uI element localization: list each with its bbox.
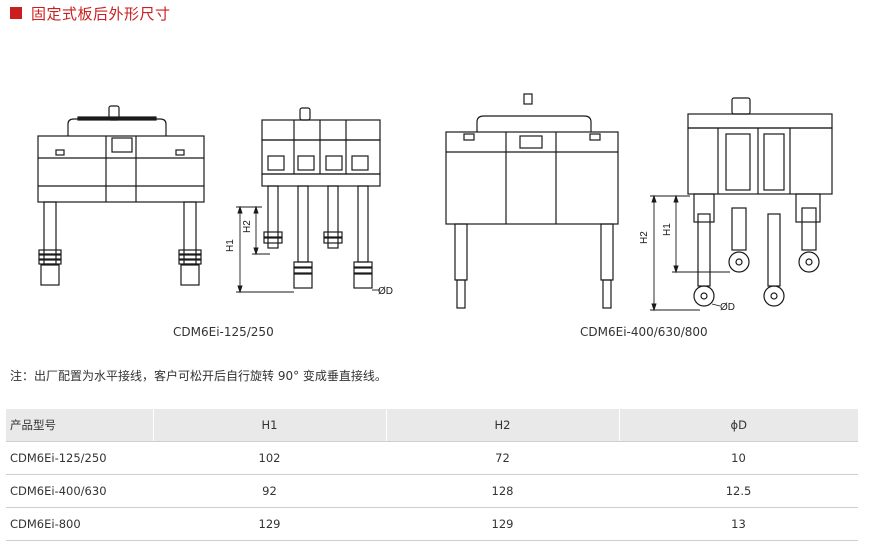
dim-label-d-left: ØD	[378, 286, 393, 297]
table-header-model: 产品型号	[6, 409, 153, 442]
section-title-text: 固定式板后外形尺寸	[31, 4, 171, 23]
table-cell-model: CDM6Ei-800	[6, 507, 153, 541]
dimension-table: 产品型号 H1 H2 ϕD CDM6Ei-125/250 102 72 10 C…	[6, 409, 858, 541]
table-cell-model: CDM6Ei-400/630	[6, 474, 153, 508]
dim-label-h2-left: H2	[242, 220, 253, 233]
table-cell-d: 12.5	[619, 474, 858, 508]
table-row: CDM6Ei-125/250 102 72 10	[6, 441, 858, 475]
table-header-h1: H1	[152, 409, 386, 442]
installation-note: 注：出厂配置为水平接线，客户可松开后自行旋转 90° 变成垂直接线。	[10, 369, 387, 383]
drawing-400-front-view	[445, 93, 619, 309]
drawing-125-dimensions	[236, 205, 380, 294]
table-cell-h1: 102	[153, 441, 386, 475]
section-title: 固定式板后外形尺寸	[10, 3, 171, 23]
drawing-caption-400-800: CDM6Ei-400/630/800	[580, 325, 708, 339]
table-header-d: ϕD	[618, 409, 858, 442]
dimension-drawings: H1 H2 ØD H2 H1 ØD	[37, 93, 833, 313]
table-cell-model: CDM6Ei-125/250	[6, 441, 153, 475]
table-cell-d: 10	[619, 441, 858, 475]
dim-label-d-right: ØD	[720, 302, 735, 313]
table-cell-h2: 72	[386, 441, 619, 475]
table-row: CDM6Ei-800 129 129 13	[6, 507, 858, 541]
table-cell-d: 13	[619, 507, 858, 541]
drawing-400-side-view	[687, 97, 833, 307]
title-marker-square	[10, 7, 22, 19]
table-cell-h2: 129	[386, 507, 619, 541]
drawing-125-front-view	[37, 105, 205, 286]
table-header-row: 产品型号 H1 H2 ϕD	[6, 409, 858, 442]
drawing-caption-125-250: CDM6Ei-125/250	[173, 325, 274, 339]
dim-label-h1-left: H1	[225, 239, 236, 252]
drawing-400-dimensions	[650, 194, 730, 312]
table-header-h2: H2	[385, 409, 619, 442]
dim-label-h2-right: H2	[639, 231, 650, 244]
table-cell-h1: 129	[153, 507, 386, 541]
dim-label-h1-right: H1	[662, 223, 673, 236]
table-cell-h1: 92	[153, 474, 386, 508]
table-row: CDM6Ei-400/630 92 128 12.5	[6, 474, 858, 508]
table-cell-h2: 128	[386, 474, 619, 508]
drawing-125-side-view	[261, 107, 381, 289]
